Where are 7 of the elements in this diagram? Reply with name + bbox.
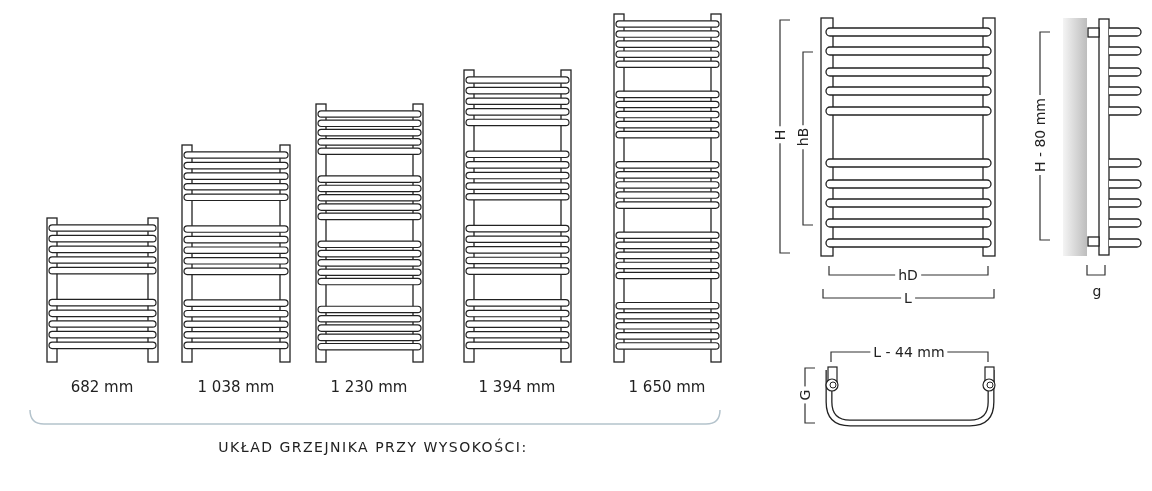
dimension-label: L: [901, 291, 915, 305]
dimension-label: hD: [895, 268, 921, 282]
dimension-label: G: [798, 386, 812, 404]
dimension-label: H: [773, 126, 787, 144]
dimension-label: hB: [796, 124, 810, 150]
dimension-label: L - 44 mm: [870, 345, 948, 359]
dimension-label: H - 80 mm: [1033, 95, 1047, 175]
